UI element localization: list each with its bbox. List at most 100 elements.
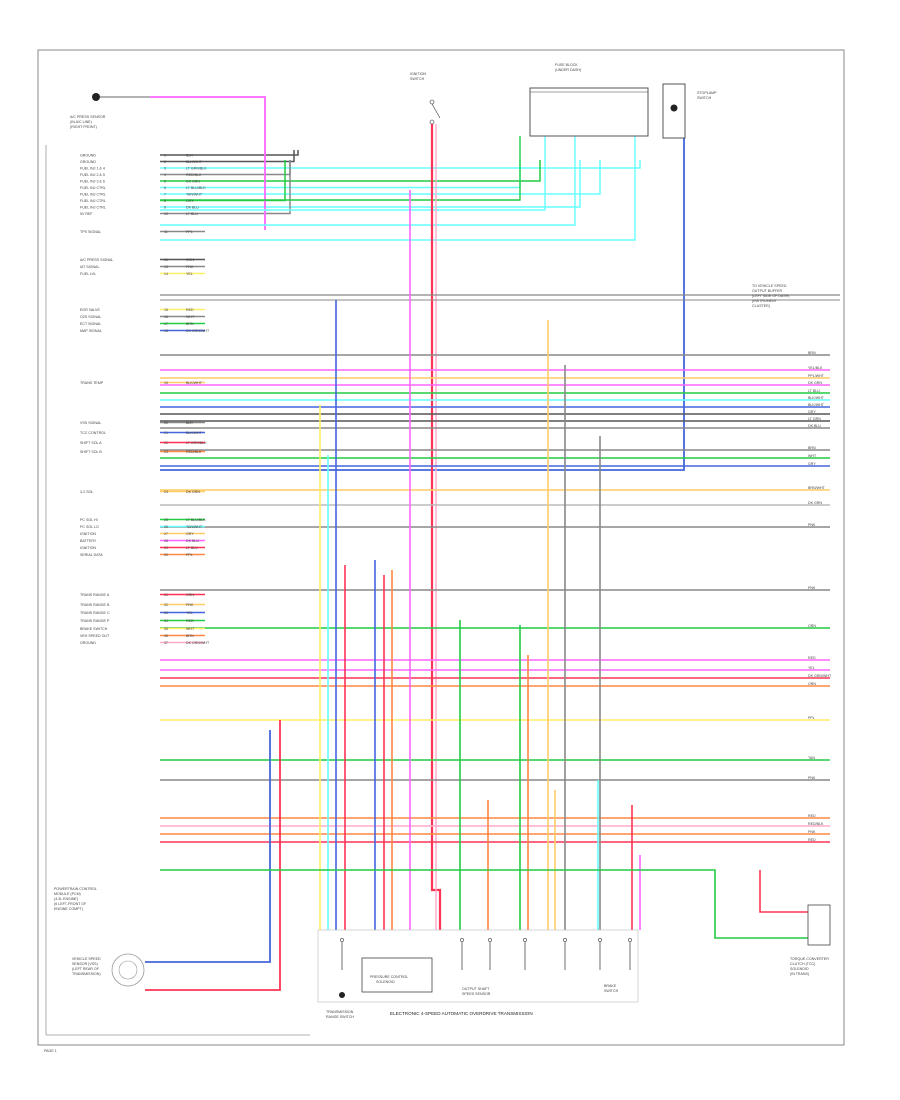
vss-label-2: SENSOR (VSS) [72, 962, 98, 966]
pcm-wire-code: ORN [186, 593, 194, 597]
pcm-pin-number: 6 [164, 186, 166, 190]
brake-switch-label-2: SWITCH [604, 989, 619, 993]
pcm-pin-number: 28 [164, 539, 168, 543]
pcm-pin-number: 16 [164, 315, 168, 319]
stoplamp-label-1: STOPLAMP [697, 91, 717, 95]
pcm-pin-label: IGNITION [80, 532, 96, 536]
pcm-top-wire [160, 150, 299, 156]
pcm-wire-code: DK GRN [186, 490, 200, 494]
pcm-label-4: (6 LEFT-FRONT OF [54, 902, 87, 906]
pcm-wire-code: YEL [186, 611, 193, 615]
pcm-pin-number: 23 [164, 450, 168, 454]
pcm-pin-number: 33 [164, 611, 168, 615]
pcm-pin-label: FUEL INJ CTRL [80, 192, 106, 196]
right-wire-code: PNK [808, 776, 816, 780]
fuse-wire [160, 136, 576, 226]
page-label: PAGE 1 [44, 1049, 57, 1053]
pcm-pin-label: TCC CONTROL [80, 431, 106, 435]
pcm-pin-label: EGR VALVE [80, 308, 100, 312]
fuse-block-label-2: (UNDER DASH) [555, 68, 581, 72]
right-note-1: TO VEHICLE SPEED [752, 284, 787, 288]
pcm-wire-code: GRY [186, 532, 194, 536]
pcm-label-5: ENGINE COMPT) [54, 907, 83, 911]
pcm-wire-code: DK GRN/WHT [186, 641, 210, 645]
ignition-switch-label-2: SWITCH [410, 77, 425, 81]
pcm-pin-number: 21 [164, 431, 168, 435]
right-wire-code: DK BLU [808, 424, 821, 428]
pcm-pin-label: 3-2 SOL [80, 490, 93, 494]
pcm-pin-number: 20 [164, 421, 168, 425]
pcm-pin-number: 5 [164, 179, 166, 183]
right-wire-code: DK GRN [808, 381, 822, 385]
oss-label-2: SPEED SENSOR [462, 992, 491, 996]
pcm-wire-code: LT GRN/BLK [186, 441, 207, 445]
pcm-pin-label: FUEL INJ CTRL [80, 205, 106, 209]
pcm-pin-label: A/C PRESS SIGNAL [80, 258, 113, 262]
pcm-wire-code: BRN [186, 322, 194, 326]
pcm-pin-number: 18 [164, 329, 168, 333]
pcm-top-wire [160, 160, 291, 215]
switch-contact [488, 938, 492, 942]
top-left-sensor-line-1: A/C PRESS SENSOR [70, 115, 106, 119]
right-wire-code: BLK/WHT [808, 396, 825, 400]
pcm-pin-number: 9 [164, 205, 166, 209]
pcm-wire-code: BRN [186, 634, 194, 638]
pcm-pin-label: IGNITION [80, 546, 96, 550]
switch-contact [460, 938, 464, 942]
fuse-wire [160, 136, 636, 241]
pcm-pin-label: FUEL INJ 3 & 6 [80, 179, 105, 183]
pcm-wire-code: RED/BLK [186, 450, 202, 454]
pcm-pin-number: 35 [164, 627, 168, 631]
pcm-pin-label: 5V REF [80, 212, 93, 216]
pcm-wire-code: DK GRN [186, 179, 200, 183]
pcm-wire-code: LT BLU [186, 212, 198, 216]
tcc-label-3: SOLENOID [790, 967, 809, 971]
pcm-wire-code: PNK [186, 265, 194, 269]
vss-blue-wire [145, 730, 271, 963]
pcm-wire-code: DK BLU [186, 539, 199, 543]
trans-range-label-1: TRANSMISSION [326, 1010, 354, 1014]
right-wire-code: ORN [808, 624, 816, 628]
pcm-pin-label: MAP SIGNAL [80, 329, 102, 333]
pcm-pin-number: 14 [164, 272, 168, 276]
pcm-wire-code: RED [186, 619, 194, 623]
fuse-block-label-1: FUSE BLOCK [555, 63, 578, 67]
ac-sensor-pink-wire [150, 96, 266, 230]
pcm-wire-code: WHT [186, 315, 195, 319]
pcm-label-1: POWERTRAIN CONTROL [54, 887, 97, 891]
tcc-green-wire [160, 869, 808, 939]
pcm-wire-code: YEL [186, 272, 193, 276]
tcc-label-4: (IN TRANS) [790, 972, 809, 976]
right-wire-code: PNK [808, 586, 816, 590]
pcm-top-wire [160, 160, 641, 169]
pcm-wire-code: PNK [186, 603, 194, 607]
pcm-pin-label: O2S SIGNAL [80, 315, 101, 319]
pcm-pin-label: TRANS RANGE C [80, 611, 110, 615]
wires-group [145, 96, 840, 998]
pcm-pin-label: ECT SIGNAL [80, 322, 101, 326]
pcm-pin-label: GROUND [80, 641, 96, 645]
pcm-pin-number: 12 [164, 258, 168, 262]
pcm-wire-code: TAN/WHT [186, 192, 203, 196]
right-wire-code: PNK [808, 830, 816, 834]
diagram-title: ELECTRONIC 4-SPEED AUTOMATIC OVERDRIVE T… [390, 1011, 533, 1016]
pcm-pin-number: 7 [164, 192, 166, 196]
pcm-pin-label: SHIFT SOL A [80, 441, 102, 445]
right-wire-code: PNK [808, 523, 816, 527]
pcm-wire-code: GRY [186, 199, 194, 203]
pcm-pin-number: 22 [164, 441, 168, 445]
vss-label-4: TRANSMISSION) [72, 972, 101, 976]
oss-label-1: OUTPUT SHAFT [462, 987, 490, 991]
pcm-pin-number: 30 [164, 553, 168, 557]
switch-contact [340, 938, 344, 942]
pcm-wire-code: WHT [186, 627, 195, 631]
pcm-wire-code: PPL [186, 230, 193, 234]
right-wire-code: BLK/WHT [808, 403, 825, 407]
pcm-wire-code: LT BLU [186, 546, 198, 550]
right-wire-code: RED [808, 838, 816, 842]
pcm-pin-number: 32 [164, 603, 168, 607]
diagram-border [37, 49, 845, 1046]
vss-label-1: VEHICLE SPEED [72, 957, 101, 961]
vehicle-speed-sensor: VEHICLE SPEED SENSOR (VSS) (LEFT REAR OF… [72, 953, 145, 987]
